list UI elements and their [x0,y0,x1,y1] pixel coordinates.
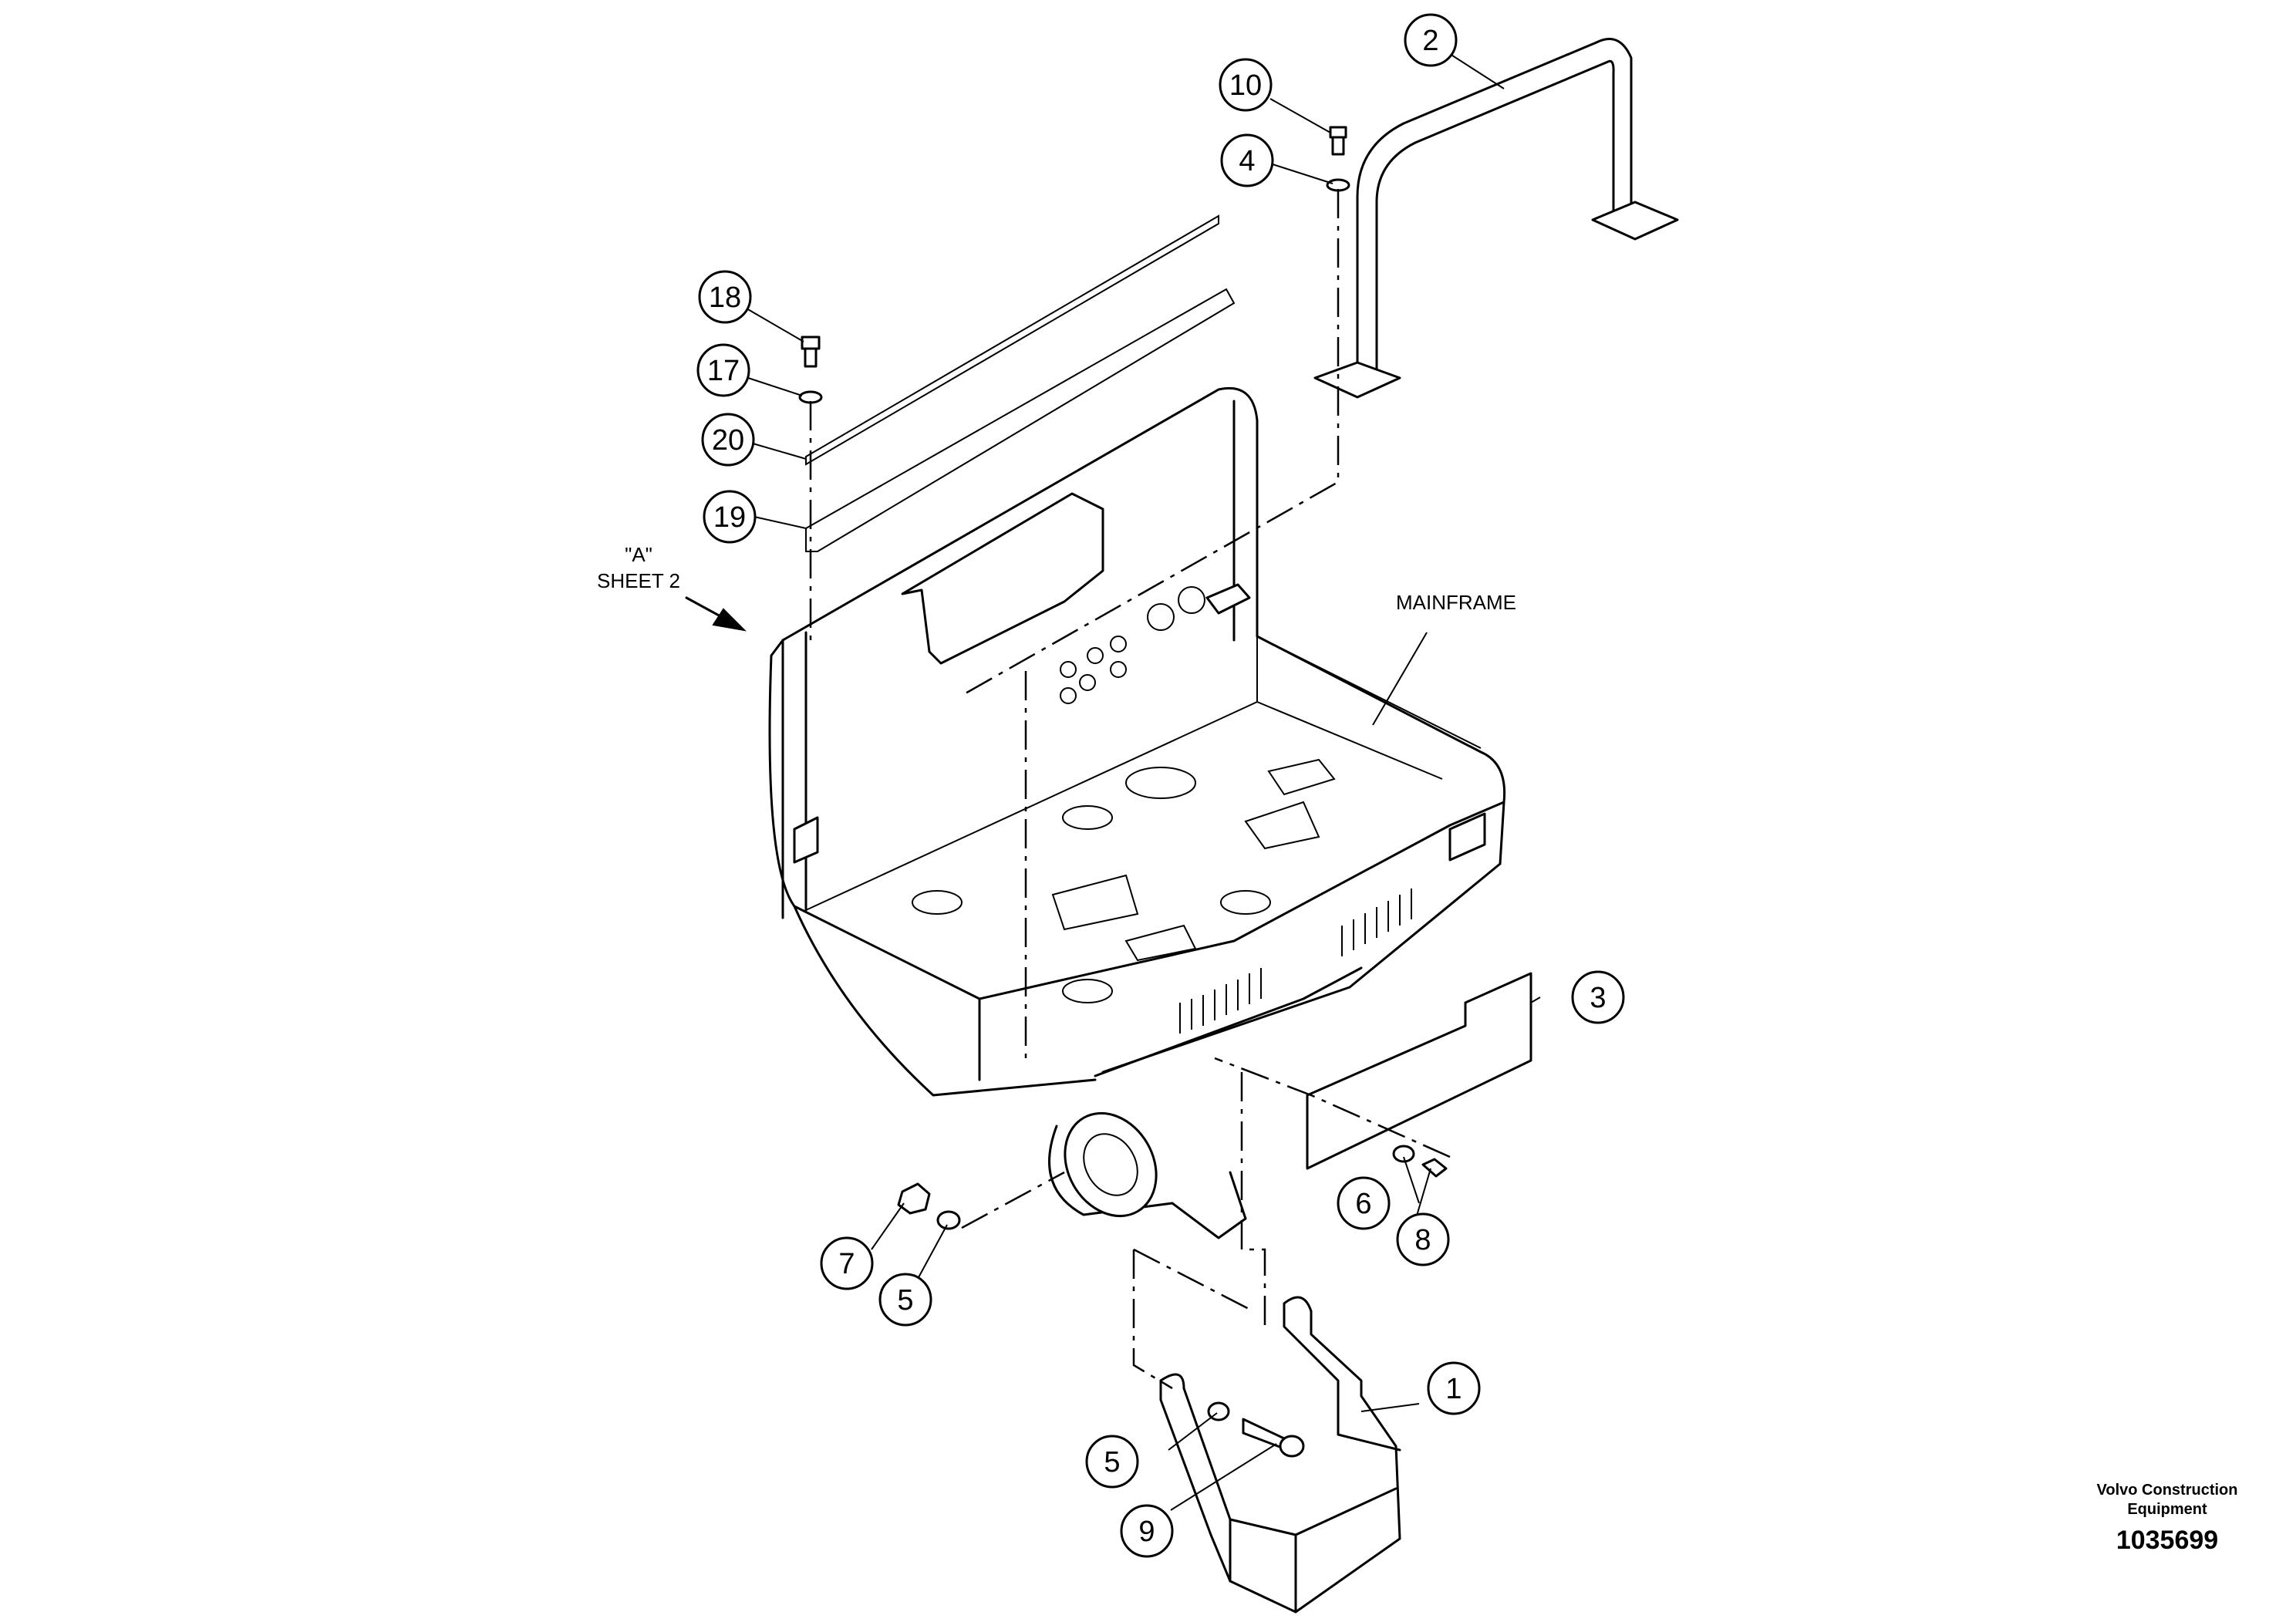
cover-plate [1306,972,1532,1170]
callout-8: 8 [1414,1224,1431,1256]
callout-5-lower: 5 [1104,1446,1120,1479]
leader-lines [746,53,1541,1511]
callout-10: 10 [1229,69,1262,102]
callout-19: 19 [713,501,746,534]
view-arrow [685,596,747,632]
callout-20: 20 [712,424,744,457]
view-ref-line2: SHEET 2 [597,569,680,592]
callout-4: 4 [1239,145,1255,177]
assembly-centerlines [809,189,1451,1390]
callout-3: 3 [1590,982,1606,1014]
fasteners [798,126,1448,1458]
document-number: 1035699 [2116,1526,2219,1555]
mainframe-label: MAINFRAME [1396,591,1516,614]
handrail [1313,38,1679,399]
text-labels: MAINFRAME "A" SHEET 2 [597,543,1516,614]
callout-18: 18 [709,282,741,314]
callout-5-upper: 5 [897,1284,913,1317]
callout-6: 6 [1355,1188,1371,1220]
callout-17: 17 [707,355,740,387]
view-ref-line1: "A" [625,543,652,566]
company-name-line2: Equipment [2127,1501,2207,1518]
callout-1: 1 [1445,1373,1462,1405]
top-plates [805,214,1236,552]
step-bracket [1159,1296,1401,1614]
mainframe-body [768,386,1506,1239]
company-name-line1: Volvo Construction [2096,1482,2238,1499]
brand-block: Volvo Construction Equipment 1035699 [2075,1481,2260,1556]
callout-bubbles: 2 10 4 18 17 20 19 3 6 8 7 5 1 5 9 [696,13,1625,1558]
callout-2: 2 [1422,25,1438,57]
callout-7: 7 [838,1248,855,1280]
callout-9: 9 [1138,1516,1155,1548]
